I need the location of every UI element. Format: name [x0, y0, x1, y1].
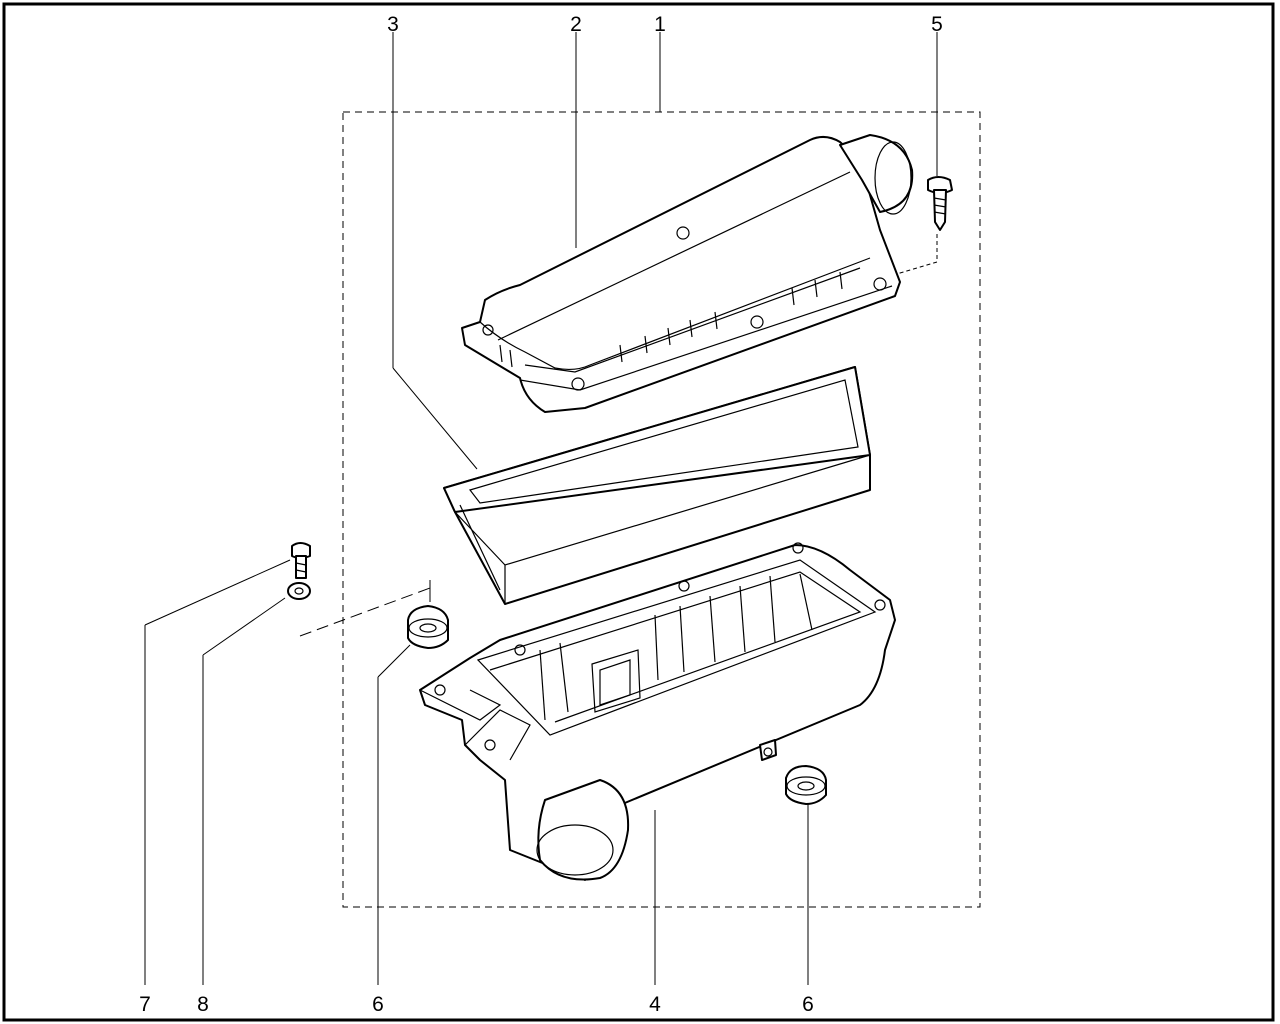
- assembly-boundary: [342, 111, 981, 908]
- bolt-7: [291, 542, 311, 579]
- filter-element: [443, 366, 871, 605]
- callout-3: 3: [387, 13, 399, 36]
- callout-5: 5: [931, 13, 943, 36]
- mounting-axis: [299, 587, 431, 637]
- lower-housing: [419, 542, 896, 881]
- upper-cover: [461, 134, 914, 413]
- grommet-6-right: [785, 765, 827, 805]
- callout-8: 8: [197, 993, 209, 1016]
- callout-4: 4: [649, 993, 661, 1016]
- callout-2: 2: [570, 13, 582, 36]
- washer-8: [287, 582, 311, 600]
- screw-5: [927, 176, 953, 231]
- callout-7: 7: [139, 993, 151, 1016]
- callout-6-right: 6: [802, 993, 814, 1016]
- grommet-6-left: [407, 605, 449, 649]
- leader-lines: [144, 32, 938, 985]
- callout-1: 1: [654, 13, 666, 36]
- callout-6-left: 6: [372, 993, 384, 1016]
